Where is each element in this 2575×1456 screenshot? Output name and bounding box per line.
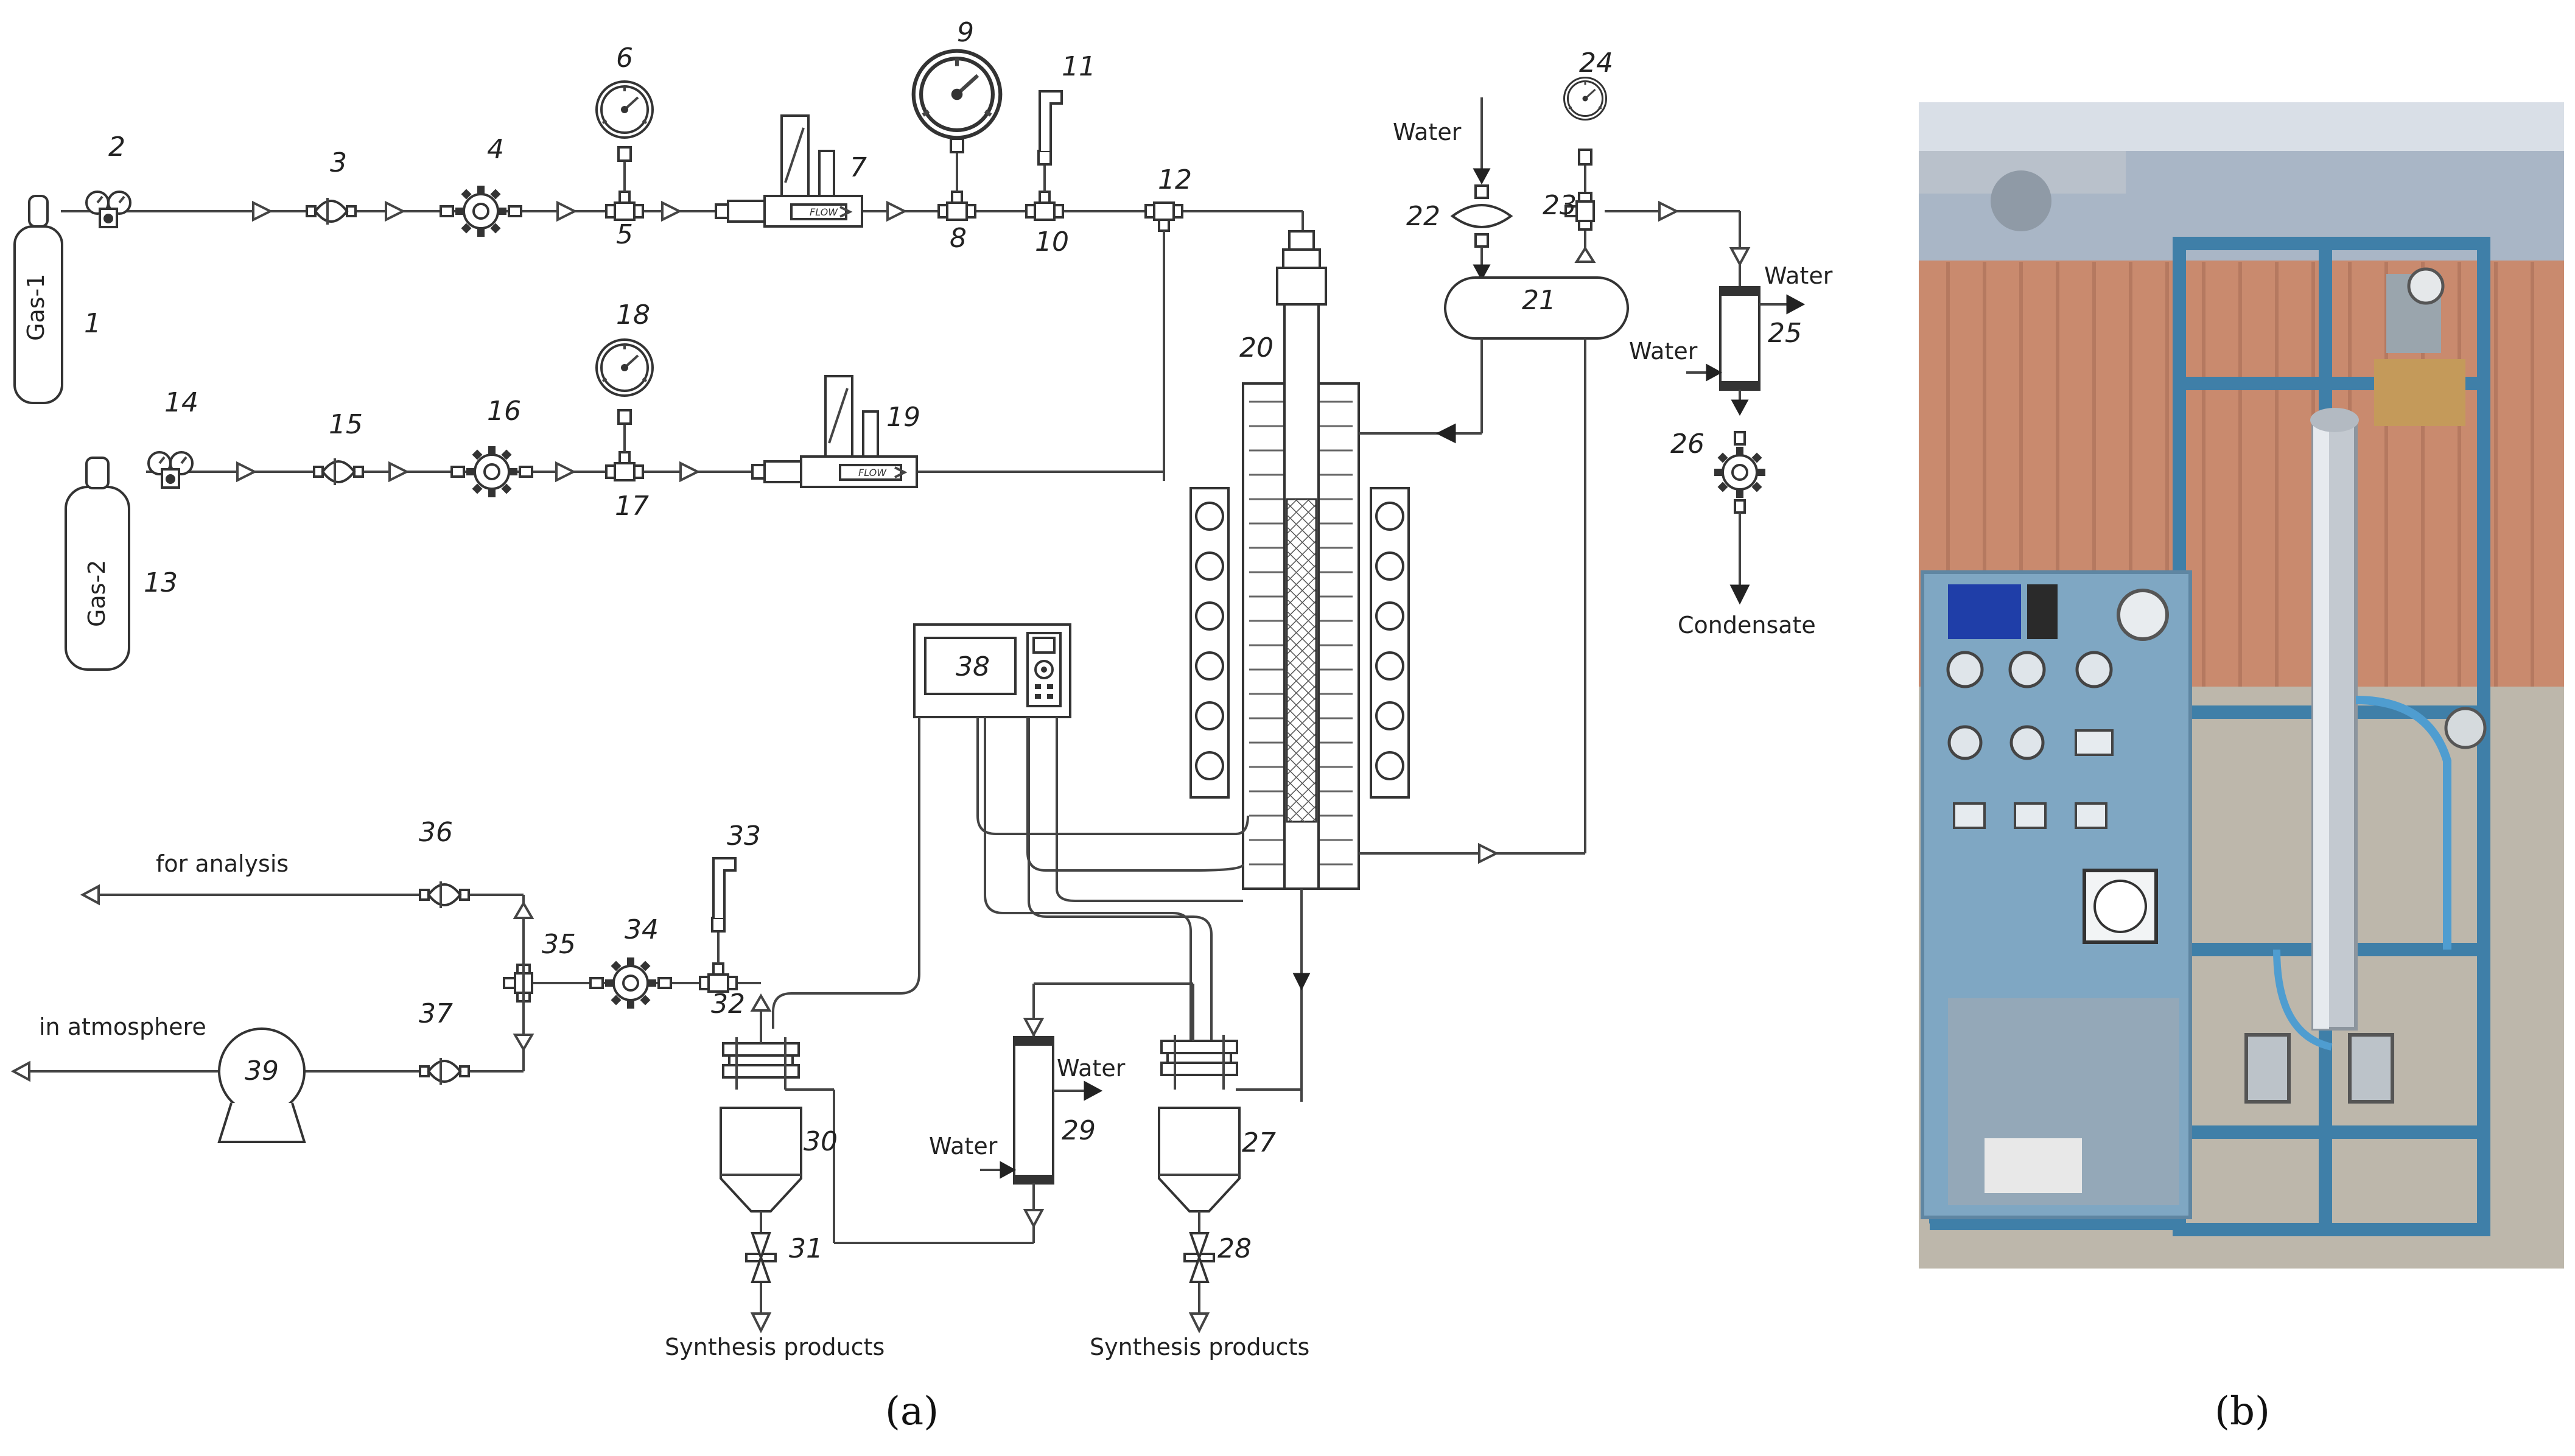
- valve-34: [589, 956, 672, 1010]
- valve-31: [745, 1232, 777, 1283]
- synthesis-products-label-2: Synthesis products: [1090, 1334, 1309, 1360]
- outlet-section: [10, 857, 761, 1143]
- label-25: 25: [1768, 318, 1802, 349]
- label-26: 26: [1670, 429, 1704, 460]
- flowmeter-text-19: FLOW: [858, 467, 887, 478]
- label-33: 33: [727, 821, 761, 852]
- valve-4: [440, 184, 522, 238]
- label-23: 23: [1543, 190, 1577, 221]
- label-37: 37: [419, 998, 453, 1029]
- tee-8: [937, 191, 976, 221]
- tee-17: [605, 451, 644, 481]
- label-3: 3: [330, 147, 347, 178]
- filter-3: [306, 197, 357, 226]
- filter-37: [419, 1057, 470, 1086]
- heater-right: [1370, 487, 1410, 799]
- water-inlet-25-label: Water: [1629, 338, 1698, 365]
- condenser-29: [785, 982, 1194, 1244]
- label-39: 39: [245, 1055, 279, 1087]
- valve-22: [1450, 184, 1513, 248]
- water-inlet-29-label: Water: [929, 1133, 998, 1160]
- label-13: 13: [144, 567, 178, 598]
- panel-b-caption: (b): [2215, 1389, 2270, 1434]
- steam-drum-21: [1359, 77, 1751, 864]
- pump-39: [217, 1027, 306, 1143]
- reactor-20: [1236, 230, 1360, 1102]
- label-2: 2: [108, 131, 125, 163]
- pressure-regulator-14: [147, 451, 194, 489]
- label-4: 4: [487, 134, 504, 165]
- filter-36: [419, 880, 470, 909]
- in-atmosphere-label: in atmosphere: [39, 1013, 206, 1040]
- synthesis-products-label-1: Synthesis products: [665, 1334, 885, 1360]
- gas-1-label: Gas-1: [23, 274, 49, 341]
- pressure-regulator-2: [85, 191, 131, 228]
- condenser-25: [1686, 286, 1806, 605]
- label-29: 29: [1062, 1115, 1096, 1146]
- label-1: 1: [84, 308, 101, 339]
- water-outlet-29-label: Water: [1057, 1055, 1126, 1082]
- tee-10: [1025, 191, 1064, 221]
- label-18: 18: [616, 299, 650, 331]
- valve-16: [450, 445, 533, 499]
- mass-flow-controller-19: FLOW: [751, 375, 918, 488]
- label-36: 36: [419, 817, 453, 848]
- water-outlet-25-label: Water: [1764, 262, 1833, 289]
- label-19: 19: [886, 402, 920, 433]
- tee-32: [699, 962, 738, 993]
- mass-flow-controller-7: FLOW: [715, 114, 863, 228]
- label-32: 32: [711, 989, 745, 1020]
- label-5: 5: [616, 219, 633, 250]
- tee-12: [1144, 201, 1183, 232]
- label-8: 8: [950, 223, 967, 254]
- label-9: 9: [957, 17, 974, 48]
- label-21: 21: [1522, 285, 1556, 316]
- pressure-gauge-9: [914, 51, 1001, 138]
- flowmeter-text-7: FLOW: [810, 206, 838, 218]
- tee-5: [605, 191, 644, 221]
- condensate-label: Condensate: [1678, 612, 1816, 639]
- label-16: 16: [487, 396, 521, 427]
- filter-15: [313, 457, 364, 486]
- label-15: 15: [329, 409, 363, 440]
- label-28: 28: [1217, 1233, 1252, 1264]
- valve-26: [1713, 431, 1767, 514]
- label-7: 7: [850, 152, 867, 183]
- temperature-controller-38: [772, 623, 1249, 1041]
- for-analysis-label: for analysis: [156, 850, 289, 877]
- label-6: 6: [616, 43, 633, 74]
- heater-left: [1189, 487, 1230, 799]
- label-34: 34: [625, 914, 659, 945]
- separator-30: [720, 993, 802, 1334]
- label-35: 35: [542, 929, 576, 960]
- safety-valve-33: [712, 857, 737, 918]
- label-20: 20: [1239, 332, 1273, 363]
- pressure-gauge-6: [595, 80, 654, 139]
- label-30: 30: [804, 1126, 838, 1157]
- label-27: 27: [1242, 1127, 1276, 1158]
- safety-valve-11: [1039, 90, 1063, 151]
- gas-1-line: Gas-1 FLOW: [13, 51, 1304, 481]
- label-24: 24: [1579, 47, 1613, 79]
- label-11: 11: [1062, 51, 1096, 82]
- label-22: 22: [1406, 201, 1440, 232]
- label-14: 14: [164, 387, 198, 418]
- label-12: 12: [1158, 164, 1192, 195]
- water-inlet-label: Water: [1393, 119, 1462, 145]
- tee-35: [503, 964, 533, 1003]
- label-10: 10: [1035, 226, 1069, 257]
- label-17: 17: [615, 491, 649, 522]
- pressure-gauge-24: [1563, 77, 1607, 121]
- separator-27: [1158, 1035, 1241, 1334]
- panel-a-caption: (a): [885, 1389, 939, 1434]
- label-38: 38: [956, 651, 990, 682]
- gas-2-line: Gas-2 FLOW: [65, 338, 1164, 671]
- label-31: 31: [789, 1233, 823, 1264]
- valve-28: [1183, 1232, 1215, 1283]
- gas-2-label: Gas-2: [83, 560, 110, 627]
- pressure-gauge-18: [595, 338, 654, 397]
- installation-photo: [1919, 102, 2564, 1269]
